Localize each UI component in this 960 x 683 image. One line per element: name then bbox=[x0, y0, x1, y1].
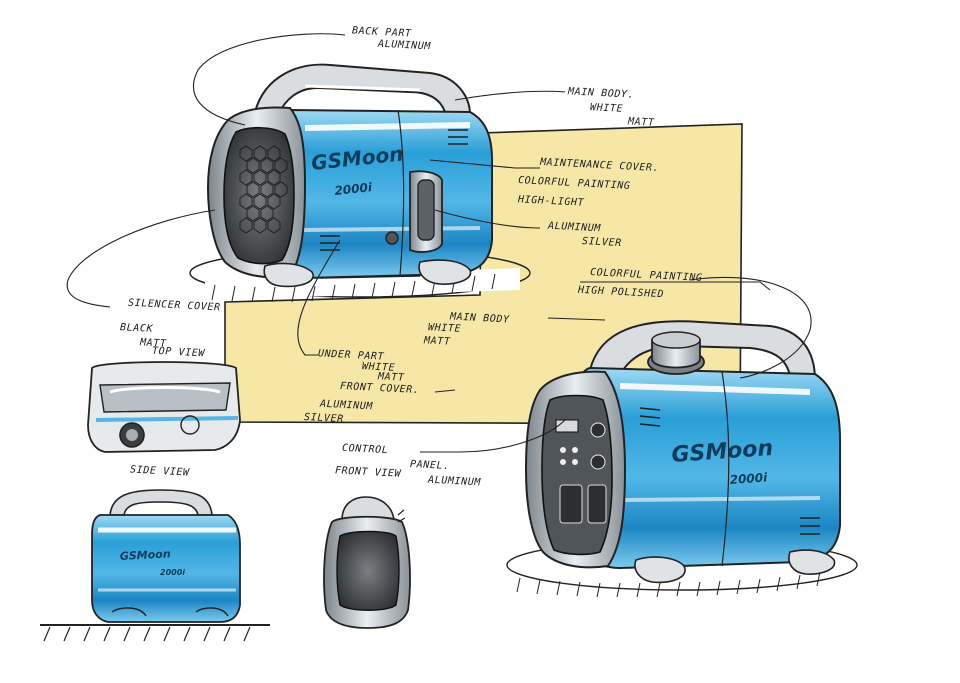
generator-perspective-view-1: GSMoon 2000i bbox=[189, 63, 531, 303]
label-under-part-finish: MATT bbox=[377, 371, 405, 384]
label-front-cover-color: SILVER bbox=[303, 411, 344, 426]
label-control-panel-2: PANEL. bbox=[409, 458, 450, 473]
leader-lines bbox=[66, 33, 812, 453]
generator-top-view bbox=[87, 361, 241, 453]
generator-perspective-view-2: GSMoon 2000i bbox=[506, 320, 858, 598]
label-control-panel: CONTROL bbox=[341, 442, 389, 457]
generator-side-view: GSMoon 2000i bbox=[40, 489, 270, 642]
model-text-2: 2000i bbox=[729, 470, 768, 487]
logo-text-3: GSMoon bbox=[119, 547, 171, 563]
model-text-1: 2000i bbox=[334, 180, 374, 198]
label-main-body-2-finish: MATT bbox=[423, 335, 451, 348]
label-aluminum-1-color: SILVER bbox=[581, 235, 622, 250]
label-main-body-2-color: WHITE bbox=[427, 322, 462, 335]
generator-front-view bbox=[323, 496, 411, 629]
label-silencer-cover-color: BLACK bbox=[119, 322, 154, 335]
model-text-3: 2000i bbox=[160, 568, 185, 577]
label-main-body-1-finish: MATT bbox=[627, 116, 655, 129]
label-main-body-1-color: WHITE bbox=[589, 102, 624, 115]
